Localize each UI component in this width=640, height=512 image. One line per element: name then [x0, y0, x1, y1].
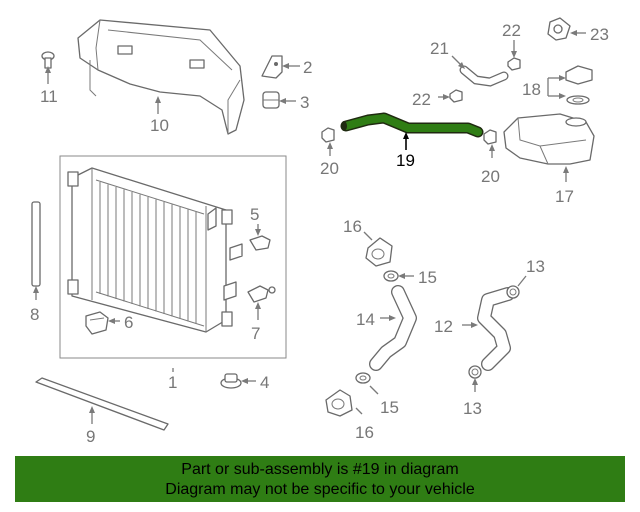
callout-4: 4 — [260, 373, 269, 392]
callout-9: 9 — [86, 427, 95, 446]
plug-part-6[interactable] — [85, 311, 109, 335]
insulator-part-4[interactable] — [220, 373, 242, 389]
callout-15-lower: 15 — [380, 398, 399, 417]
callout-17: 17 — [555, 187, 574, 206]
clamp-part-13-lower[interactable] — [468, 365, 482, 379]
callout-16-lower: 16 — [355, 423, 374, 442]
callout-2: 2 — [303, 58, 312, 77]
drain-cock-part-7[interactable] — [247, 285, 276, 303]
banner-line-2: Diagram may not be specific to your vehi… — [165, 481, 475, 498]
callout-13-upper: 13 — [526, 257, 545, 276]
coolant-reservoir-part-17[interactable] — [503, 113, 595, 165]
callout-1: 1 — [168, 373, 177, 392]
push-clip-part-11[interactable] — [41, 51, 55, 69]
insulator-part-3[interactable] — [262, 91, 280, 109]
callout-20-right: 20 — [481, 167, 500, 186]
callout-10: 10 — [150, 116, 169, 135]
callout-7: 7 — [251, 324, 260, 343]
callout-12: 12 — [434, 317, 453, 336]
clamp-part-15-lower[interactable] — [355, 372, 371, 384]
info-banner: Part or sub-assembly is #19 in diagram D… — [15, 456, 625, 502]
callout-14: 14 — [356, 310, 375, 329]
sensor-part-23[interactable] — [547, 17, 571, 41]
lower-seal-part-9[interactable] — [35, 377, 169, 431]
radiator-assembly-box — [59, 155, 287, 359]
callout-16-upper: 16 — [343, 217, 362, 236]
callout-20-left: 20 — [320, 159, 339, 178]
callout-13-lower: 13 — [463, 399, 482, 418]
fitting-part-5[interactable] — [249, 235, 271, 251]
clamp-part-13-upper[interactable] — [506, 285, 520, 299]
clamp-part-20-left[interactable] — [321, 127, 335, 143]
reservoir-cap-part-18[interactable] — [565, 65, 593, 105]
hose-part-14[interactable] — [369, 285, 417, 371]
overflow-hose-part-19[interactable] — [340, 112, 484, 138]
clamp-part-20-right[interactable] — [483, 129, 497, 145]
clamp-part-22-top[interactable] — [507, 57, 521, 71]
outlet-fitting-part-16-upper[interactable] — [365, 237, 393, 267]
callout-8: 8 — [30, 305, 39, 324]
parts-diagram: 10 11 2 3 1 — [30, 17, 609, 446]
callout-23: 23 — [590, 25, 609, 44]
air-deflector-part-10[interactable] — [77, 19, 245, 135]
seal-strip-part-8[interactable] — [31, 201, 41, 287]
callout-21: 21 — [430, 39, 449, 58]
callout-6: 6 — [124, 313, 133, 332]
callout-22-top: 22 — [502, 21, 521, 40]
callout-19: 19 — [396, 151, 415, 170]
hose-part-12[interactable] — [477, 287, 515, 371]
callout-15-upper: 15 — [418, 268, 437, 287]
radiator-part-1[interactable] — [67, 167, 243, 333]
callout-3: 3 — [300, 93, 309, 112]
callout-5: 5 — [250, 205, 259, 224]
clamp-part-15-upper[interactable] — [383, 270, 399, 282]
banner-line-1: Part or sub-assembly is #19 in diagram — [181, 461, 459, 478]
clamp-part-22-lower[interactable] — [449, 89, 463, 103]
hose-part-21[interactable] — [459, 65, 509, 87]
bracket-part-2[interactable] — [261, 55, 283, 79]
callout-22-lower: 22 — [412, 90, 431, 109]
callout-11: 11 — [40, 87, 58, 106]
outlet-fitting-part-16-lower[interactable] — [325, 389, 353, 417]
callout-18: 18 — [522, 80, 541, 99]
